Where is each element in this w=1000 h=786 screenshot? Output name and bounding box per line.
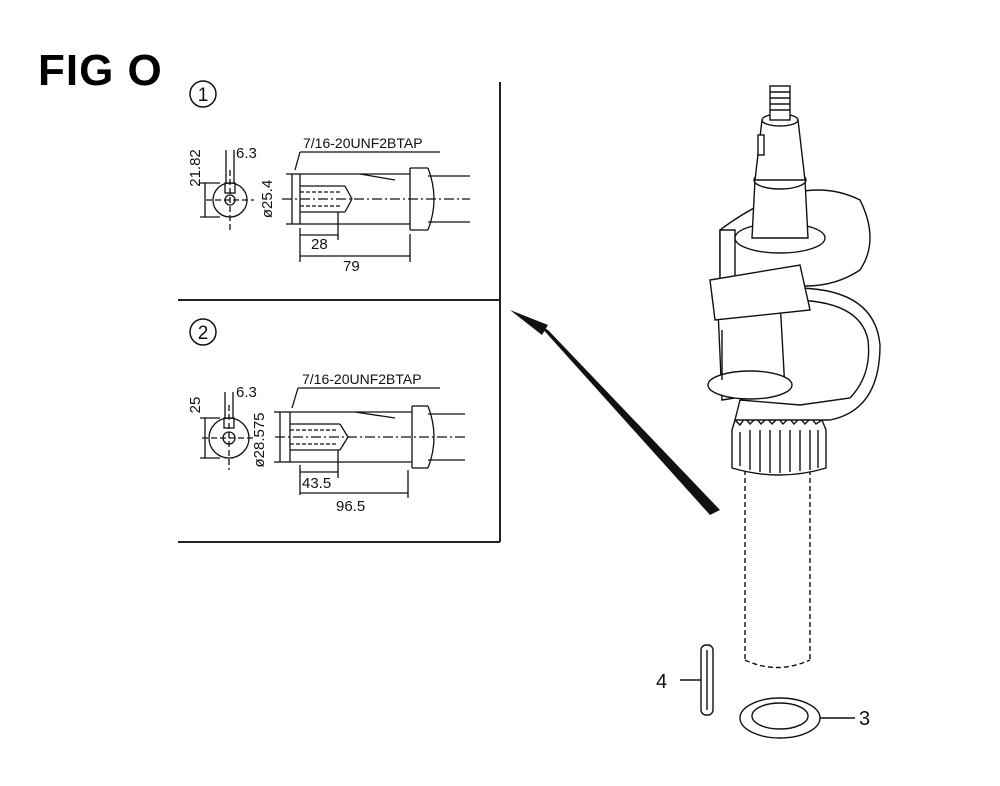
woodruff-key: [680, 644, 714, 716]
detail-2-thread-label: 7/16-20UNF2BTAP: [302, 371, 422, 387]
figure-title: FIG O: [38, 46, 163, 95]
detail-1-keyway-width: 6.3: [236, 145, 257, 162]
detail-panel-frame: [178, 82, 501, 543]
detail-1-thread-label: 7/16-20UNF2BTAP: [303, 135, 423, 151]
detail-2-index: 2: [198, 323, 209, 344]
threaded-tip: [769, 85, 791, 121]
detail-1-tap-depth: 28: [311, 236, 328, 253]
pto-shaft-dashed: [744, 470, 811, 669]
detail-2-end-view: [200, 392, 256, 470]
lower-counterweight: [734, 287, 881, 421]
detail-1-side-view: [282, 151, 470, 262]
detail-2-side-view: [274, 387, 465, 498]
detail-1-end-view: [200, 150, 254, 232]
timing-gear: [731, 416, 827, 476]
detail-2-shaft-diameter: ø28.575: [251, 412, 268, 467]
detail-2-shaft-length: 96.5: [336, 498, 365, 515]
detail-2-tap-depth: 43.5: [302, 475, 331, 492]
detail-2: 2 25 6.3: [187, 318, 465, 515]
oil-seal: [739, 697, 855, 739]
callout-key: 4: [656, 671, 667, 693]
detail-1-shaft-diameter: ø25.4: [259, 180, 276, 218]
detail-2-keyway-width: 6.3: [236, 384, 257, 401]
detail-pointer-arrow: [510, 310, 720, 515]
detail-1-keyway-height: 21.82: [187, 149, 204, 187]
crankshaft-illustration: [707, 85, 881, 669]
detail-1: 1 21.82 6.3: [187, 80, 470, 275]
detail-2-keyway-height: 25: [187, 397, 204, 414]
detail-1-index-circle: [189, 80, 217, 108]
detail-1-index: 1: [198, 85, 209, 106]
callout-seal: 3: [859, 708, 870, 730]
detail-1-shaft-length: 79: [343, 258, 360, 275]
detail-2-index-circle: [189, 318, 217, 346]
